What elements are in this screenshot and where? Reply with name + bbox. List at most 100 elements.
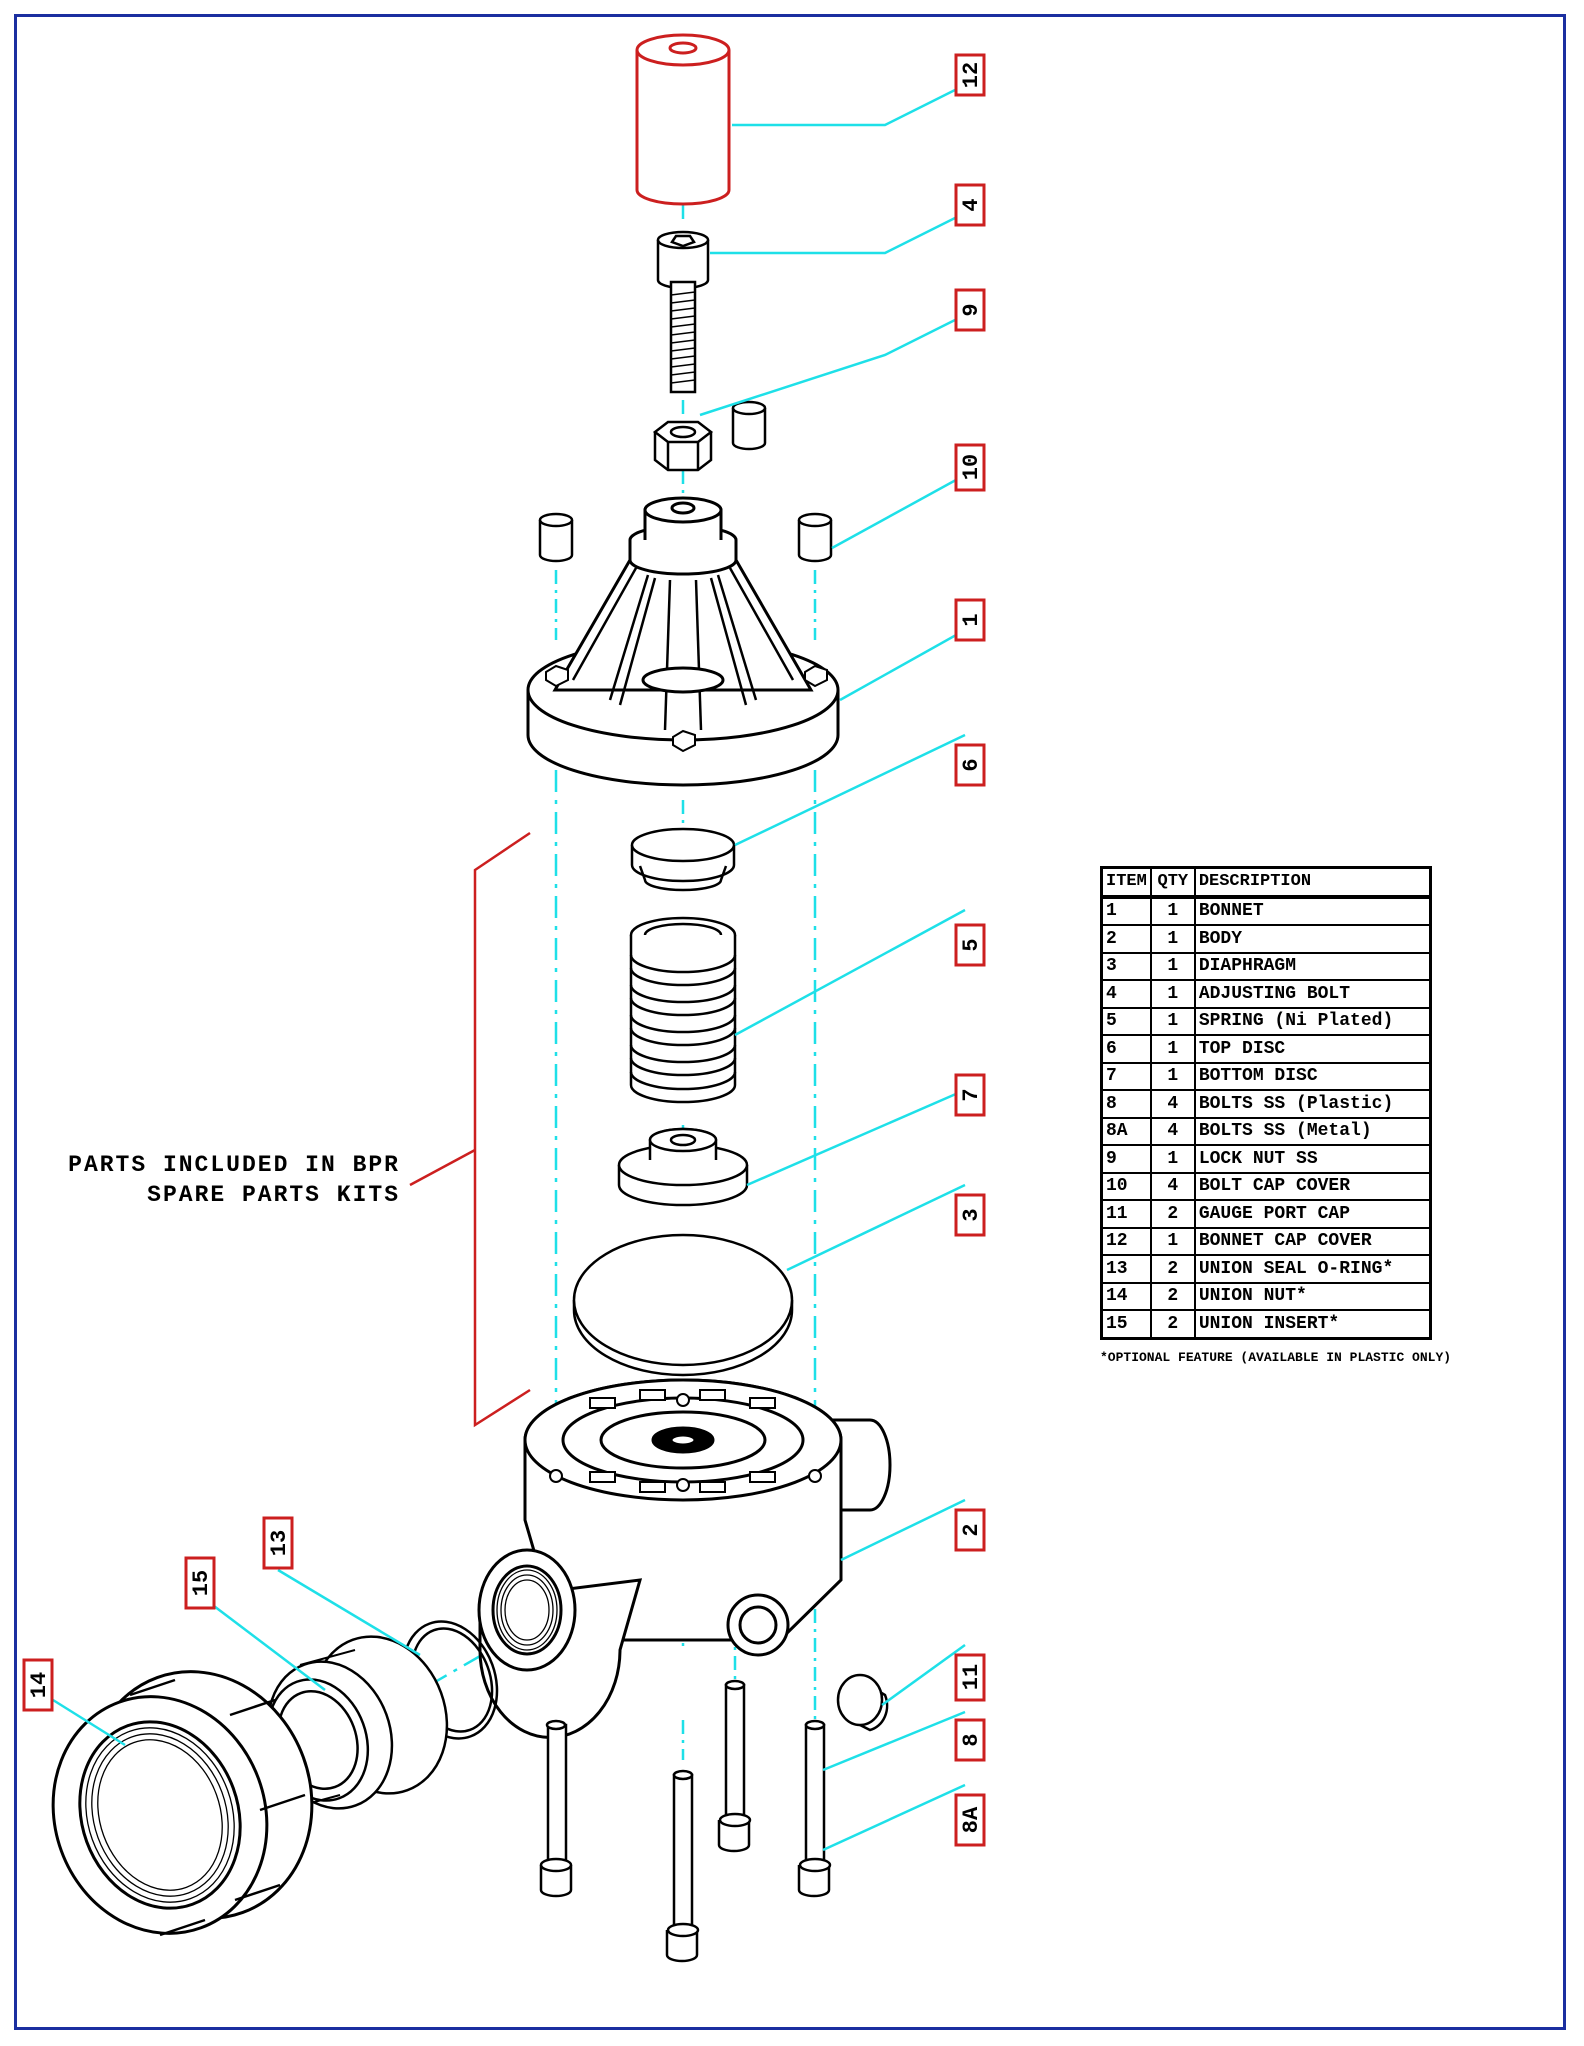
svg-text:4: 4 (959, 198, 984, 211)
cell-item: 14 (1100, 1281, 1152, 1311)
bolt-cap-cover-1 (538, 512, 574, 563)
callout-tag-14: 14 (22, 1658, 54, 1712)
cell-item: 8A (1100, 1116, 1152, 1146)
svg-text:2: 2 (959, 1523, 984, 1536)
callout-tag-8A: 8A (954, 1793, 986, 1847)
cell-qty: 4 (1149, 1089, 1196, 1119)
cell-item: 15 (1100, 1309, 1152, 1339)
cell-item: 10 (1100, 1171, 1152, 1201)
cell-qty: 1 (1149, 1061, 1196, 1091)
cell-item: 8 (1100, 1089, 1152, 1119)
bolt-cap-cover-2 (797, 512, 833, 563)
kit-note-line-1: PARTS INCLUDED IN BPR (68, 1152, 400, 1178)
body-bolts (539, 1679, 832, 1963)
svg-text:10: 10 (959, 454, 984, 480)
header-item: ITEM (1100, 866, 1152, 899)
bolt-right (797, 1719, 832, 1898)
cell-qty: 2 (1149, 1254, 1196, 1284)
svg-text:6: 6 (959, 758, 984, 771)
bolt-cap-cover-3 (731, 400, 767, 451)
cell-description: DIAPHRAGM (1193, 951, 1432, 981)
bonnet-cap-cover-part (635, 33, 731, 206)
cell-qty: 2 (1149, 1199, 1196, 1229)
spare-parts-kit-bracket (409, 831, 531, 1428)
cell-description: BONNET CAP COVER (1193, 1226, 1432, 1256)
cell-item: 5 (1100, 1006, 1152, 1036)
svg-text:5: 5 (959, 938, 984, 951)
diaphragm-part (572, 1233, 794, 1377)
callout-tag-5: 5 (954, 923, 986, 967)
cell-description: TOP DISC (1193, 1034, 1432, 1064)
bolt-left (539, 1719, 573, 1898)
cell-item: 13 (1100, 1254, 1152, 1284)
cell-qty: 1 (1149, 979, 1196, 1009)
svg-text:14: 14 (27, 1672, 52, 1698)
cell-item: 1 (1100, 895, 1152, 926)
svg-text:8A: 8A (959, 1806, 984, 1833)
cell-qty: 1 (1149, 1144, 1196, 1174)
cell-qty: 1 (1149, 895, 1196, 926)
svg-text:7: 7 (959, 1088, 984, 1101)
bolt-center (665, 1769, 700, 1963)
cell-item: 12 (1100, 1226, 1152, 1256)
svg-text:15: 15 (189, 1570, 214, 1596)
cell-item: 9 (1100, 1144, 1152, 1174)
cell-description: BOLTS SS (Plastic) (1193, 1089, 1432, 1119)
cell-item: 7 (1100, 1061, 1152, 1091)
svg-text:12: 12 (959, 62, 984, 88)
cell-qty: 4 (1149, 1116, 1196, 1146)
lock-nut-part (652, 420, 714, 472)
cell-description: BOLT CAP COVER (1193, 1171, 1432, 1201)
spare-parts-kit-note: PARTS INCLUDED IN BPR SPARE PARTS KITS (20, 1150, 400, 1210)
bottom-disc-part (617, 1127, 749, 1207)
callout-tags: 12 4 9 10 1 6 (22, 53, 986, 1847)
callout-tag-3: 3 (954, 1193, 986, 1237)
cell-qty: 1 (1149, 1034, 1196, 1064)
gauge-port-cap-part (836, 1673, 889, 1732)
cell-qty: 2 (1149, 1281, 1196, 1311)
callout-tag-2: 2 (954, 1508, 986, 1552)
cell-item: 4 (1100, 979, 1152, 1009)
header-description: DESCRIPTION (1193, 866, 1432, 899)
header-qty: QTY (1149, 866, 1196, 899)
cell-description: ADJUSTING BOLT (1193, 979, 1432, 1009)
bonnet-part (526, 496, 840, 787)
cell-description: UNION INSERT* (1193, 1309, 1432, 1339)
parts-table-header-row: ITEM QTY DESCRIPTION (1100, 866, 1432, 899)
cell-item: 3 (1100, 951, 1152, 981)
cell-description: LOCK NUT SS (1193, 1144, 1432, 1174)
cell-description: SPRING (Ni Plated) (1193, 1006, 1432, 1036)
svg-text:11: 11 (959, 1664, 984, 1690)
callout-tag-13: 13 (262, 1516, 294, 1570)
callout-tag-12: 12 (954, 53, 986, 97)
callout-tag-9: 9 (954, 288, 986, 332)
cell-qty: 1 (1149, 1006, 1196, 1036)
spring-part (629, 916, 737, 1104)
cell-description: BODY (1193, 924, 1432, 954)
kit-note-line-2: SPARE PARTS KITS (147, 1182, 400, 1208)
cell-qty: 1 (1149, 1226, 1196, 1256)
cell-item: 11 (1100, 1199, 1152, 1229)
callout-tag-15: 15 (184, 1556, 216, 1610)
cell-qty: 4 (1149, 1171, 1196, 1201)
leader-lines (44, 83, 966, 1852)
